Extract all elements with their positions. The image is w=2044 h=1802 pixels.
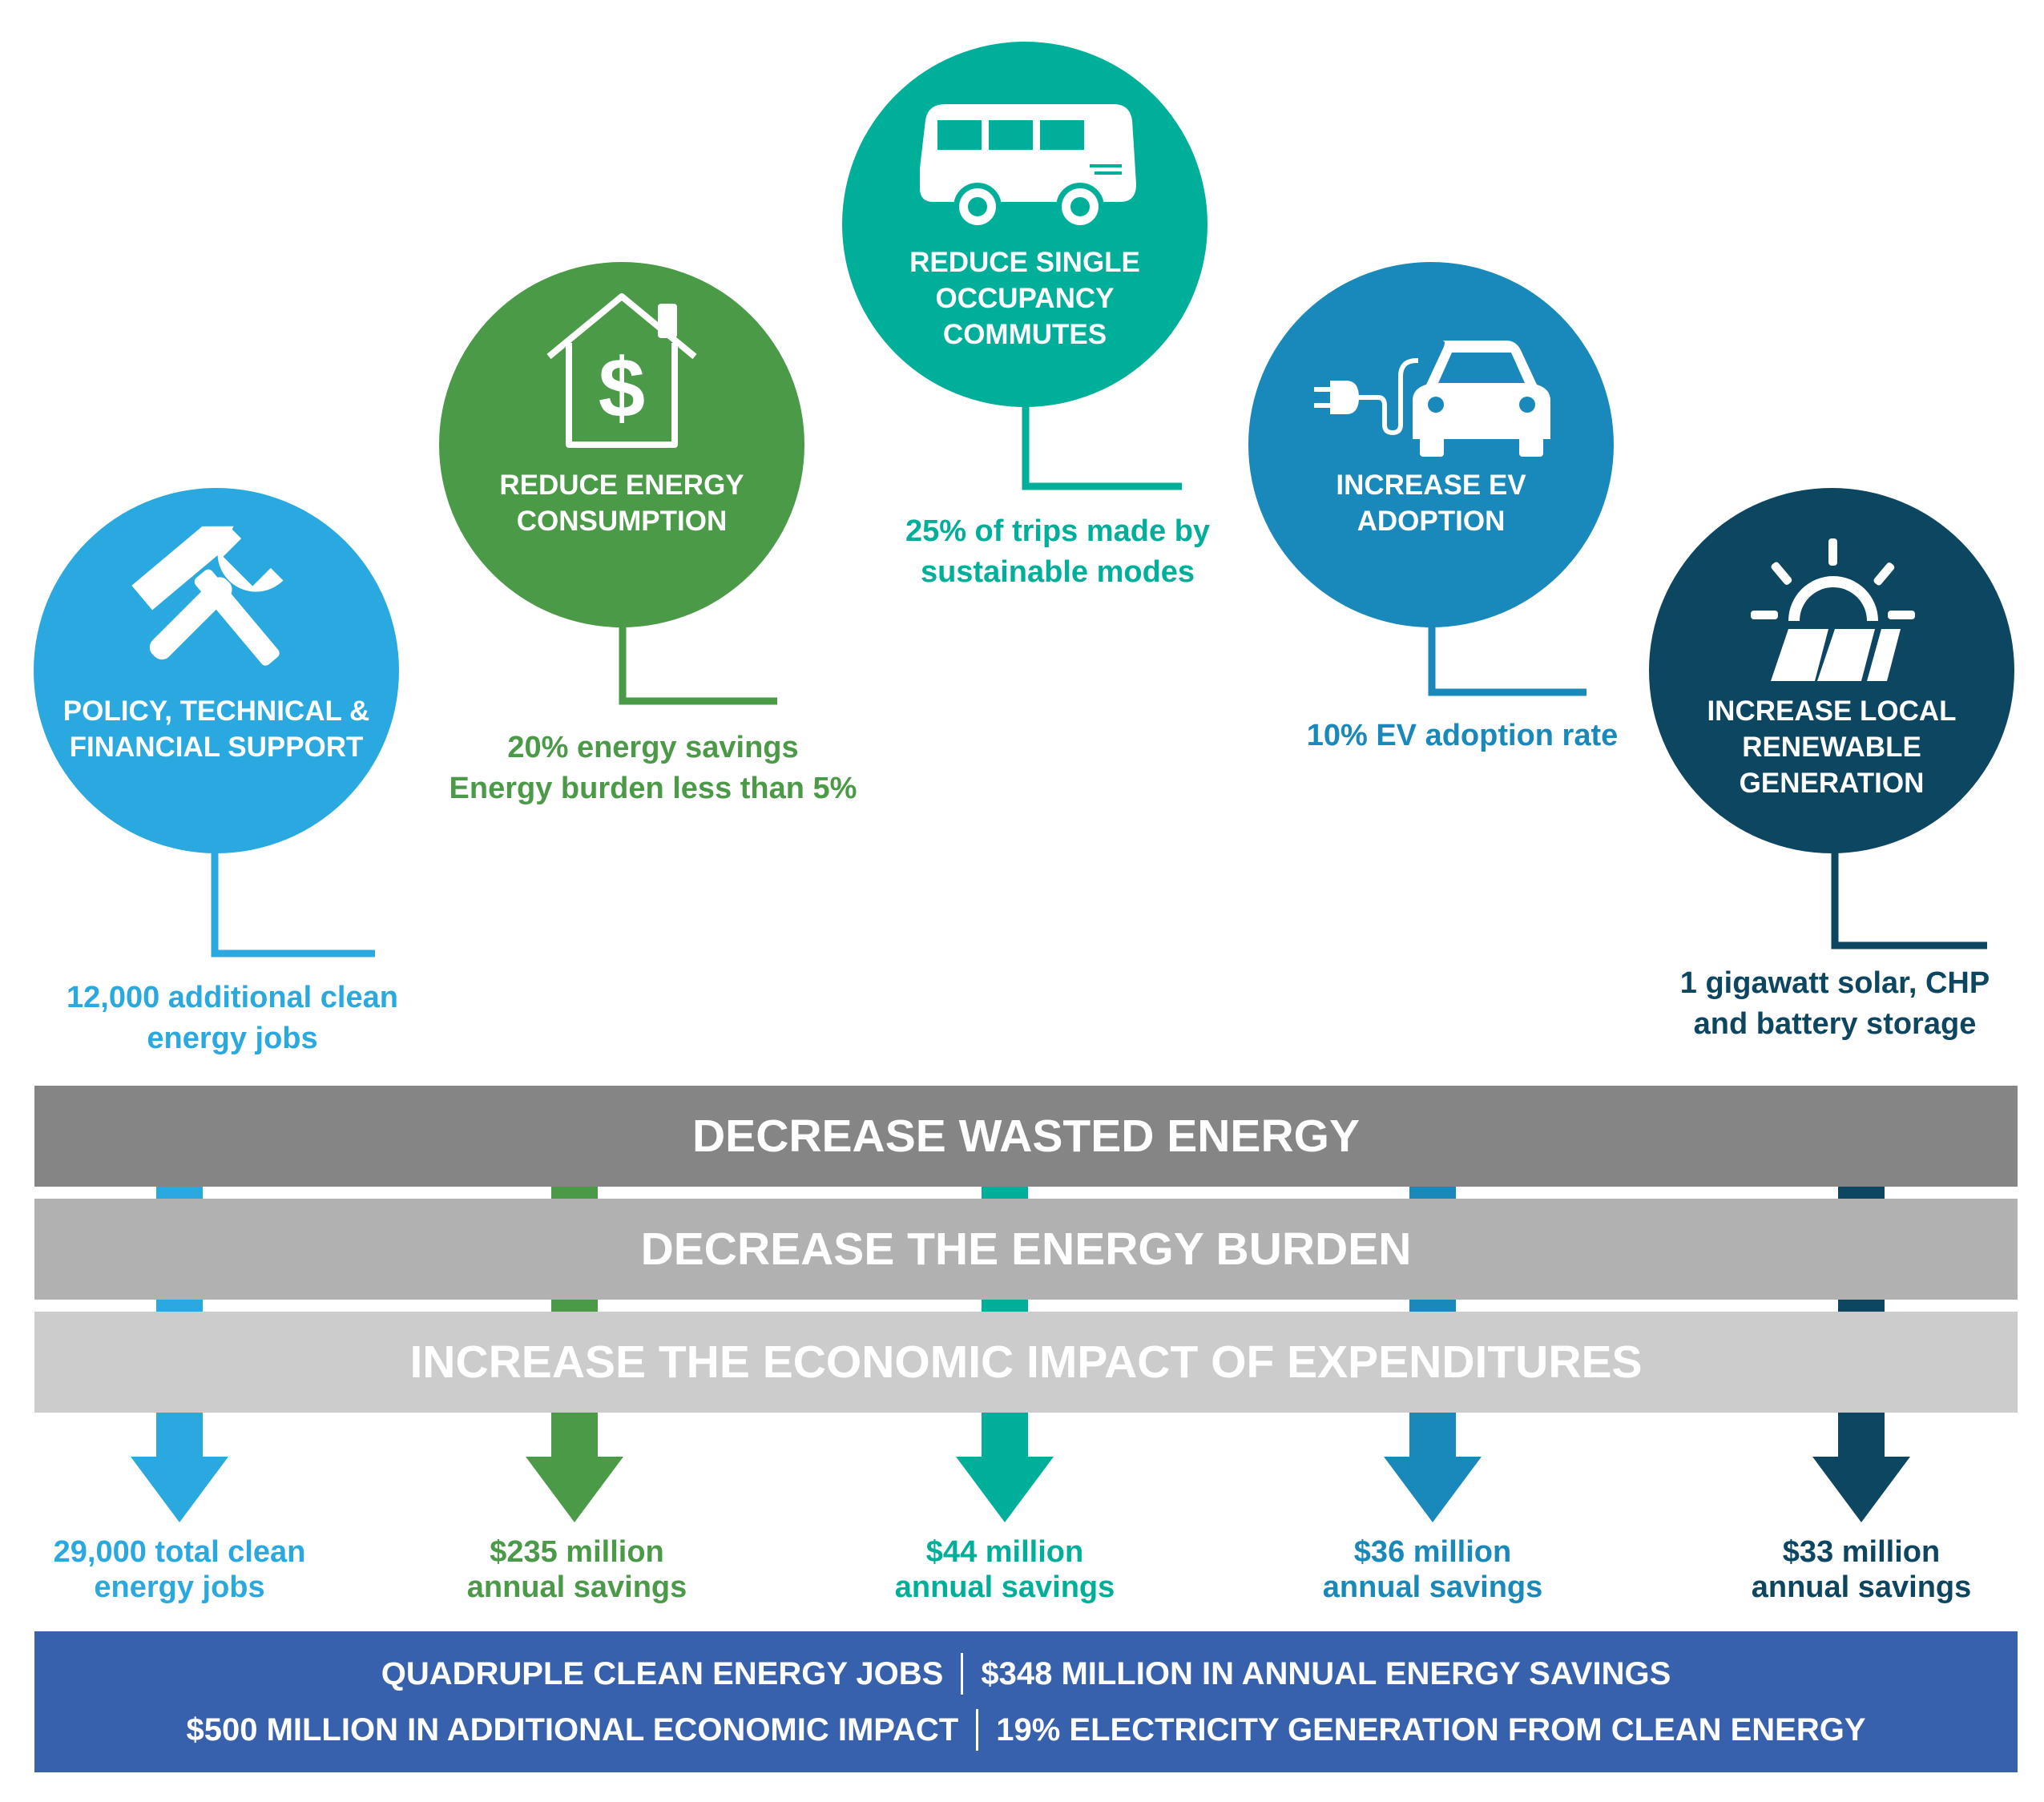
connector-energy bbox=[619, 625, 777, 705]
circle-label-ev: INCREASE EV ADOPTION bbox=[1336, 470, 1526, 537]
connector-commute bbox=[1022, 405, 1182, 490]
circle-label-commute: REDUCE SINGLE OCCUPANCY COMMUTES bbox=[909, 247, 1140, 350]
summary-electricity: 19% ELECTRICITY GENERATION FROM CLEAN EN… bbox=[996, 1711, 1866, 1748]
summary-divider bbox=[976, 1709, 979, 1751]
band-decrease-energy-burden: DECREASE THE ENERGY BURDEN bbox=[34, 1199, 2018, 1300]
circle-label-energy: REDUCE ENERGY CONSUMPTION bbox=[499, 470, 744, 537]
outcome-energy: $235 million annual savings bbox=[466, 1535, 687, 1604]
outcome-ev: $36 million annual savings bbox=[1322, 1535, 1543, 1604]
summary-divider bbox=[961, 1653, 964, 1695]
target-renewable: 1 gigawatt solar, CHP and battery storag… bbox=[1679, 966, 1990, 1041]
connector-policy bbox=[211, 837, 375, 957]
summary-savings: $348 MILLION IN ANNUAL ENERGY SAVINGS bbox=[981, 1655, 1671, 1691]
circle-label-policy: POLICY, TECHNICAL & FINANCIAL SUPPORT bbox=[62, 695, 370, 763]
wrench-hammer-icon bbox=[131, 526, 284, 666]
circle-policy bbox=[34, 488, 399, 853]
summary-economic-impact: $500 MILLION IN ADDITIONAL ECONOMIC IMPA… bbox=[186, 1711, 959, 1748]
target-policy: 12,000 additional clean energy jobs bbox=[67, 981, 398, 1055]
outcome-commute: $44 million annual savings bbox=[894, 1535, 1115, 1604]
summary-box: QUADRUPLE CLEAN ENERGY JOBS $348 MILLION… bbox=[34, 1631, 2018, 1772]
target-ev: 10% EV adoption rate bbox=[1306, 719, 1619, 752]
summary-row-2: $500 MILLION IN ADDITIONAL ECONOMIC IMPA… bbox=[34, 1705, 2018, 1755]
circle-label-renewable: INCREASE LOCAL RENEWABLE GENERATION bbox=[1707, 695, 1957, 799]
outcome-policy: 29,000 total clean energy jobs bbox=[53, 1535, 306, 1604]
svg-text:$: $ bbox=[599, 341, 645, 435]
connector-renewable bbox=[1831, 845, 1987, 949]
summary-jobs: QUADRUPLE CLEAN ENERGY JOBS bbox=[381, 1655, 944, 1691]
outcome-renewable: $33 million annual savings bbox=[1751, 1535, 1972, 1604]
summary-row-1: QUADRUPLE CLEAN ENERGY JOBS $348 MILLION… bbox=[34, 1649, 2018, 1699]
band-increase-economic-impact: INCREASE THE ECONOMIC IMPACT OF EXPENDIT… bbox=[34, 1312, 2018, 1413]
target-commute: 25% of trips made by sustainable modes bbox=[905, 514, 1211, 589]
bus-icon bbox=[920, 104, 1136, 231]
connector-ev bbox=[1428, 625, 1586, 696]
electric-car-icon bbox=[1314, 341, 1550, 457]
sun-solar-panel-icon bbox=[1751, 538, 1915, 681]
house-dollar-icon: $ bbox=[546, 293, 697, 448]
band-decrease-wasted-energy: DECREASE WASTED ENERGY bbox=[34, 1086, 2018, 1187]
target-energy: 20% energy savings Energy burden less th… bbox=[449, 731, 857, 805]
